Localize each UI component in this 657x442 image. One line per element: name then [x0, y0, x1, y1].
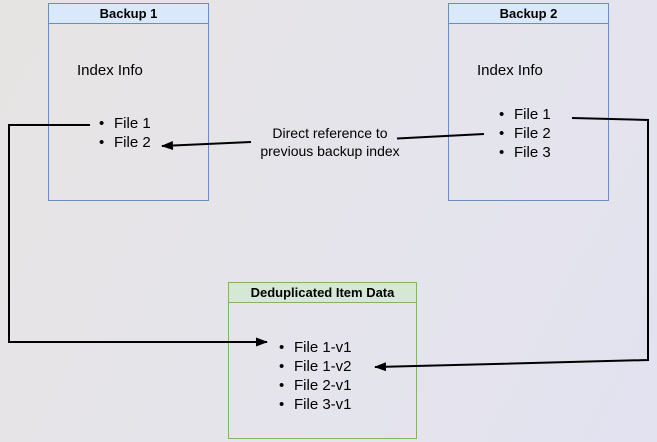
- backup1-title: Backup 1: [99, 6, 158, 21]
- backup2-index-info-label: Index Info: [477, 62, 543, 79]
- file-label: File 3: [514, 144, 551, 161]
- file-label: File 1: [114, 115, 151, 132]
- bullet-icon: •: [499, 106, 505, 123]
- backup1-box: Backup 1 Index Info • File 1 • File 2: [48, 3, 209, 201]
- bullet-icon: •: [279, 396, 285, 413]
- backup1-header: Backup 1: [49, 4, 208, 24]
- file-label: File 3-v1: [294, 396, 352, 413]
- backup2-header: Backup 2: [449, 4, 608, 24]
- direct-reference-label-line1: Direct reference to: [272, 125, 388, 141]
- bullet-icon: •: [279, 377, 285, 394]
- backup2-file-item: • File 2: [499, 124, 551, 143]
- file-label: File 1-v2: [294, 358, 352, 375]
- deduplicated-item-data-box: Deduplicated Item Data • File 1-v1 • File …: [228, 282, 417, 439]
- backup2-file-item: • File 1: [499, 105, 551, 124]
- backup1-file-item: • File 1: [99, 114, 151, 133]
- backup1-file-item: • File 2: [99, 133, 151, 152]
- dedup-file-item: • File 3-v1: [279, 395, 352, 414]
- backup2-file-item: • File 3: [499, 143, 551, 162]
- bullet-icon: •: [279, 358, 285, 375]
- bullet-icon: •: [499, 125, 505, 142]
- bullet-icon: •: [279, 339, 285, 356]
- dedup-file-list: • File 1-v1 • File 1-v2 • File 2-v1 • File 3…: [279, 338, 352, 414]
- dedup-file-item: • File 2-v1: [279, 376, 352, 395]
- backup2-title: Backup 2: [499, 6, 558, 21]
- bullet-icon: •: [99, 134, 105, 151]
- file-label: File 2-v1: [294, 377, 352, 394]
- direct-reference-label-line2: previous backup index: [260, 143, 400, 159]
- file-label: File 1: [514, 106, 551, 123]
- backup1-index-info-label: Index Info: [77, 62, 143, 79]
- backup2-box: Backup 2 Index Info • File 1 • File 2 • Fil…: [448, 3, 609, 201]
- bullet-icon: •: [99, 115, 105, 132]
- dedup-file-item: • File 1-v1: [279, 338, 352, 357]
- direct-reference-label: Direct reference to previous backup inde…: [240, 124, 420, 160]
- dedup-file-item: • File 1-v2: [279, 357, 352, 376]
- backup2-file-list: • File 1 • File 2 • File 3: [499, 105, 551, 162]
- dedup-title: Deduplicated Item Data: [250, 285, 395, 300]
- backup1-file-list: • File 1 • File 2: [99, 114, 151, 152]
- file-label: File 2: [514, 125, 551, 142]
- file-label: File 1-v1: [294, 339, 352, 356]
- dedup-header: Deduplicated Item Data: [229, 283, 416, 303]
- bullet-icon: •: [499, 144, 505, 161]
- file-label: File 2: [114, 134, 151, 151]
